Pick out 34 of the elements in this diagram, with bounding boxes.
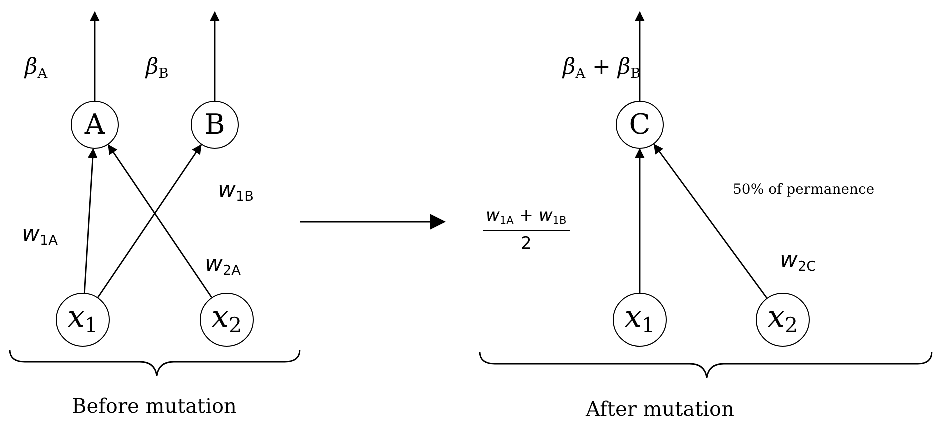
neuron-circle bbox=[191, 101, 239, 149]
node-label: A bbox=[84, 111, 106, 139]
note: 50% of permanence bbox=[733, 182, 875, 198]
fraction-numerator: w$_{1A}$ + w$_{1B}$ bbox=[483, 206, 570, 232]
edge-label: w$_{2A}$ bbox=[205, 252, 241, 280]
arrow bbox=[210, 11, 220, 101]
arrow bbox=[654, 144, 768, 299]
arrow bbox=[635, 11, 645, 101]
node-label: x$_{1}$ bbox=[624, 303, 656, 337]
neuron-circle bbox=[756, 293, 810, 347]
neuron-circle bbox=[200, 293, 254, 347]
group-caption: After mutation bbox=[586, 397, 734, 421]
edge-label: β$_{A}$ + β$_{B}$ bbox=[563, 55, 641, 82]
arrow bbox=[98, 144, 202, 298]
node-label: x$_{2}$ bbox=[768, 303, 798, 337]
arrow bbox=[108, 144, 212, 298]
neuron-circle bbox=[71, 101, 119, 149]
edge-label: β$_{A}$ bbox=[25, 55, 48, 82]
neuron-circle bbox=[56, 293, 110, 347]
neuron-circle bbox=[616, 101, 664, 149]
edge-label: w$_{2C}$ bbox=[780, 248, 816, 276]
node-label: C bbox=[629, 111, 651, 139]
edge-label: β$_{B}$ bbox=[146, 55, 169, 82]
node-label: x$_{2}$ bbox=[212, 303, 242, 337]
edge-label: w$_{1B}$ bbox=[218, 178, 254, 206]
arrow bbox=[84, 148, 98, 294]
node-label: B bbox=[204, 111, 226, 139]
node-label: x$_{1}$ bbox=[68, 303, 98, 337]
edge-label: w$_{1A}$ bbox=[22, 222, 58, 250]
neuron-circle bbox=[613, 293, 667, 347]
arrow bbox=[635, 148, 645, 293]
fraction-denominator: 2 bbox=[520, 233, 532, 254]
group-caption: Before mutation bbox=[72, 394, 237, 418]
arrow bbox=[90, 11, 100, 101]
